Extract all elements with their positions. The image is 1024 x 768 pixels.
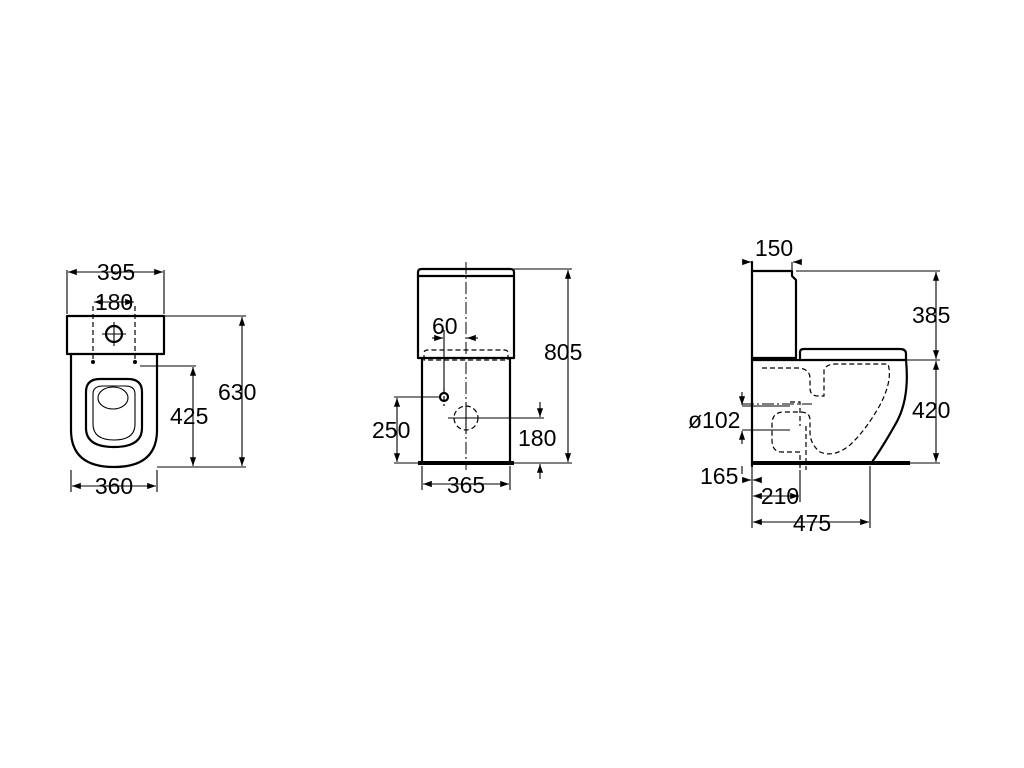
dim-label-150: 150 [755, 235, 793, 261]
dim-label-102: ø102 [688, 407, 740, 433]
top-seat-inner [92, 385, 136, 441]
dim-label-180-top: 180 [95, 289, 133, 315]
dim-label-250: 250 [372, 417, 410, 443]
dim-label-60: 60 [432, 313, 458, 339]
front-cistern-lid [416, 267, 516, 278]
dim-label-395: 395 [97, 259, 135, 285]
front-cistern-body [416, 274, 516, 360]
side-seat [798, 347, 908, 362]
top-view: 395 180 630 425 360 [65, 259, 256, 499]
side-cistern [750, 269, 798, 360]
dim-label-360: 360 [95, 473, 133, 499]
top-bowl-outline [69, 352, 159, 469]
top-water-ellipse [97, 386, 129, 410]
dim-label-630: 630 [218, 379, 256, 405]
dim-label-180-front: 180 [518, 425, 556, 451]
dim-label-365: 365 [447, 472, 485, 498]
side-trap-dashed [762, 363, 890, 470]
dim-label-425: 425 [170, 403, 208, 429]
side-view: 150 385 420 ø102 165 210 475 [688, 235, 950, 536]
dim-label-805: 805 [544, 339, 582, 365]
top-cistern-outline [65, 314, 166, 356]
dim-label-385: 385 [912, 302, 950, 328]
dim-label-475: 475 [793, 510, 831, 536]
front-seat-dashed [423, 349, 509, 361]
dim-label-420: 420 [912, 397, 950, 423]
top-seat-opening [84, 377, 144, 449]
dim-label-165: 165 [700, 463, 738, 489]
dim-label-210: 210 [761, 483, 799, 509]
front-view: 805 60 250 180 365 [372, 262, 582, 498]
side-bowl-outline [750, 358, 908, 464]
